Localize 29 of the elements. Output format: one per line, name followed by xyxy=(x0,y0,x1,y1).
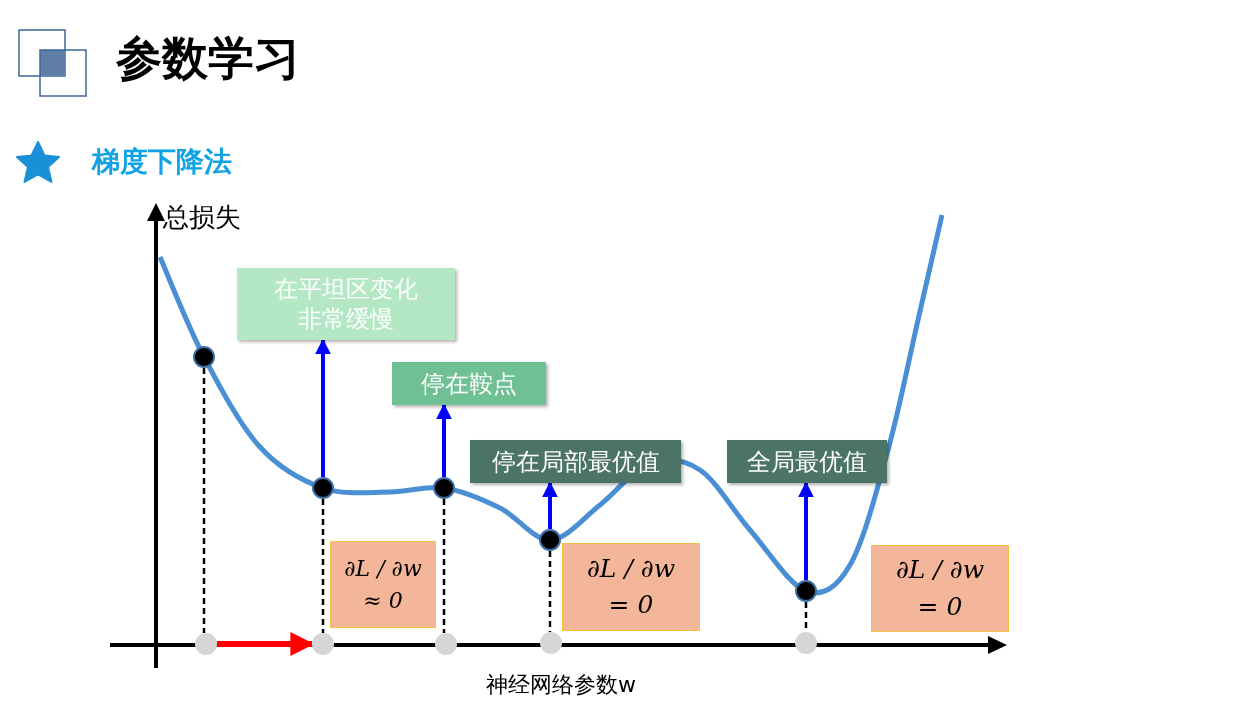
curve-point xyxy=(433,477,455,499)
curve-point xyxy=(312,477,334,499)
axis-point xyxy=(795,632,817,654)
axis-point xyxy=(435,633,457,655)
axis-point xyxy=(540,632,562,654)
formula-box: ∂L / ∂w = 0 xyxy=(871,545,1009,632)
formula-box: ∂L / ∂w ≈ 0 xyxy=(330,541,436,628)
dashed-line xyxy=(548,551,552,632)
axis-label: 总损失 xyxy=(163,201,241,234)
formula-box: ∂L / ∂w = 0 xyxy=(562,543,700,631)
arrow xyxy=(436,403,452,477)
annotation-box: 在平坦区变化非常缓慢 xyxy=(237,268,455,340)
axis-label: 神经网络参数w xyxy=(486,671,636,699)
dashed-line xyxy=(321,499,325,633)
annotation-box: 全局最优值 xyxy=(727,440,887,483)
axis-point xyxy=(312,633,334,655)
annotation-box: 停在鞍点 xyxy=(392,362,546,405)
arrow xyxy=(798,481,814,580)
arrow xyxy=(315,338,331,477)
dashed-line xyxy=(202,368,206,633)
curve-point xyxy=(539,529,561,551)
title: 参数学习 xyxy=(116,30,300,87)
axis-point xyxy=(195,633,217,655)
arrow xyxy=(542,481,558,529)
dashed-line xyxy=(442,499,446,633)
curve-point xyxy=(795,580,817,602)
curve-point xyxy=(193,346,215,368)
annotation-box: 停在局部最优值 xyxy=(470,440,681,483)
section-heading: 梯度下降法 xyxy=(92,144,232,180)
